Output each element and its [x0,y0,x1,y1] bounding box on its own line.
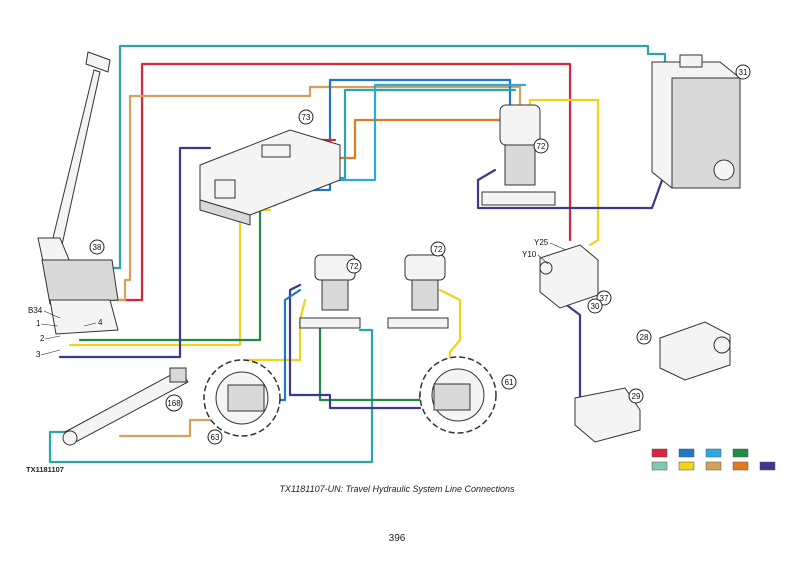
legend-swatch-red [651,448,668,458]
callout-29: 29 [628,388,644,404]
label-b34: B34 [28,306,43,315]
swivel-joint-left [299,254,361,329]
label-3: 3 [36,350,41,359]
legend-swatch-green [732,448,749,458]
callout-31: 31 [735,64,751,80]
callout-63: 63 [207,429,223,445]
callout-30: 30 [587,298,603,314]
svg-text:61: 61 [505,378,514,387]
figure-id: TX1181107 [26,465,64,474]
control-valve-block [199,129,341,226]
swivel-joint-right [387,254,449,329]
legend-swatch-teal [651,461,668,471]
callout-72-right: 72 [430,241,446,257]
svg-text:63: 63 [211,433,220,442]
callout-72-left: 72 [346,258,362,274]
legend-swatch-yellow [678,461,695,471]
callout-168: 168 [165,394,183,412]
svg-text:73: 73 [302,113,311,122]
hydraulic-pump [659,321,731,381]
line-green-lower [318,323,422,402]
line-blue-lower [273,288,302,402]
legend-swatch-blue [678,448,695,458]
component-labels: B34 1 2 3 4 Y25 Y10 [28,238,567,359]
svg-text:168: 168 [167,399,181,408]
blade-cylinder [62,367,189,446]
svg-text:30: 30 [591,302,600,311]
control-lever [37,51,119,335]
legend-swatch-purple [759,461,776,471]
travel-speed-valve [539,244,599,309]
svg-text:29: 29 [632,392,641,401]
travel-motor-right [419,356,497,434]
page-number: 396 [388,533,406,544]
hydraulic-tank [651,54,741,189]
pump-coupler [574,387,641,443]
line-teal-bottom [48,328,374,464]
label-y10: Y10 [522,250,537,259]
travel-motor-left [203,359,281,437]
svg-text:72: 72 [537,142,546,151]
line-purple-right [476,168,667,210]
label-y25: Y25 [534,238,549,247]
svg-text:31: 31 [739,68,748,77]
line-purple-center [288,283,422,410]
line-red-top [116,62,572,302]
svg-text:72: 72 [350,262,359,271]
legend-swatch-orange [732,461,749,471]
svg-text:38: 38 [93,243,102,252]
callout-73: 73 [298,109,314,125]
svg-text:37: 37 [600,294,609,303]
label-4: 4 [98,318,103,327]
line-teal-top [103,44,667,270]
label-2: 2 [40,334,45,343]
figure-caption: TX1181107-UN: Travel Hydraulic System Li… [279,484,515,494]
callout-61: 61 [501,374,517,390]
callout-28: 28 [636,329,652,345]
callout-72-top: 72 [533,138,549,154]
callout-38: 38 [89,239,105,255]
label-1: 1 [36,319,41,328]
legend-swatch-light-blue [705,448,722,458]
legend-swatch-tan [705,461,722,471]
line-tan-lower [118,418,217,438]
svg-text:72: 72 [434,245,443,254]
line-tan [98,85,522,302]
line-yellow-top [528,98,600,247]
swivel-joint-top [481,104,556,206]
callouts: 31 73 72 38 72 72 37 30 [89,64,751,445]
color-legend [651,448,776,471]
line-purple-left [58,146,212,359]
svg-text:28: 28 [640,333,649,342]
